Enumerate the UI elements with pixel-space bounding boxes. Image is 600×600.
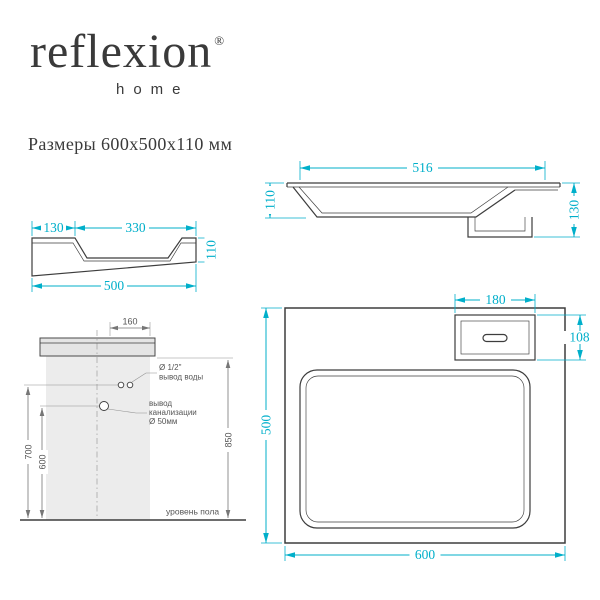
drain-box-outer — [467, 217, 533, 238]
overflow-slot — [482, 333, 508, 343]
water-outlet-right — [126, 381, 134, 389]
dim-label-108: 108 — [564, 330, 595, 345]
sewer-label-line1: вывод — [149, 399, 172, 408]
dim-label-500: 500 — [101, 278, 127, 293]
dim-label-330: 330 — [122, 220, 149, 235]
svg-text:108: 108 — [569, 330, 590, 345]
sink-front-basin-inner — [298, 186, 558, 214]
water-label-line2: вывод воды — [159, 373, 203, 382]
dim-label-500-top: 500 — [259, 410, 274, 440]
sewer-outlet — [99, 401, 109, 411]
sewer-label-line3: Ø 50мм — [149, 417, 177, 426]
svg-text:130: 130 — [43, 220, 64, 235]
installation-drawing: 160 700 600 850 Ø 1/2" вывод воды вывод … — [20, 317, 246, 521]
front-section-drawing: 516 110 130 — [263, 160, 582, 238]
brand-tagline: home — [116, 81, 190, 98]
sink-front-basin-outer — [292, 186, 516, 218]
brand-logo: reflexion® home — [30, 24, 225, 98]
svg-text:180: 180 — [485, 292, 506, 307]
svg-text:110: 110 — [204, 240, 219, 260]
dim-label-130-front: 130 — [567, 196, 582, 224]
sewer-leader-line — [107, 408, 147, 414]
dim-label-110-front: 110 — [263, 186, 278, 214]
water-label-line1: Ø 1/2" — [159, 363, 182, 372]
svg-text:130: 130 — [567, 200, 582, 221]
sink-silhouette — [39, 337, 156, 357]
faucet-deck-inner — [460, 320, 530, 355]
basin-inner-edge — [305, 375, 525, 523]
sink-side-profile — [31, 237, 197, 277]
dim-label-600-install: 600 — [36, 450, 48, 474]
dim-label-516: 516 — [407, 160, 438, 175]
dim-label-180: 180 — [480, 292, 511, 307]
svg-text:330: 330 — [125, 220, 146, 235]
svg-text:500: 500 — [259, 415, 274, 436]
brand-name: reflexion — [30, 25, 213, 78]
dim-label-130: 130 — [41, 220, 66, 235]
svg-text:516: 516 — [412, 160, 433, 175]
sink-side-wall-thickness — [32, 242, 196, 262]
dim-label-700: 700 — [22, 440, 34, 464]
svg-text:850: 850 — [224, 432, 234, 447]
side-section-drawing: 130 330 500 110 — [31, 220, 219, 293]
faucet-deck-outer — [454, 314, 536, 361]
sink-front-deck — [286, 182, 561, 187]
floor-label: уровень пола — [166, 507, 219, 517]
dim-label-160: 160 — [122, 317, 137, 327]
dim-label-850: 850 — [222, 428, 234, 452]
dim-label-600-top: 600 — [409, 547, 441, 562]
dimensions-title: Размеры 600x500x110 мм — [28, 134, 233, 154]
svg-text:600: 600 — [38, 454, 48, 469]
water-leader-line — [131, 372, 157, 383]
svg-text:700: 700 — [24, 444, 34, 459]
drain-box-inner — [474, 217, 526, 232]
top-view-drawing: 180 108 500 600 — [259, 292, 595, 562]
svg-text:600: 600 — [415, 547, 436, 562]
sink-outline-top — [284, 307, 566, 544]
svg-text:110: 110 — [263, 190, 278, 210]
basin-outer-edge — [299, 369, 531, 529]
svg-text:500: 500 — [104, 278, 125, 293]
registered-mark-icon: ® — [214, 33, 225, 48]
dim-label-110: 110 — [204, 236, 219, 264]
sewer-label-line2: канализации — [149, 408, 197, 417]
water-outlet-left — [117, 381, 125, 389]
